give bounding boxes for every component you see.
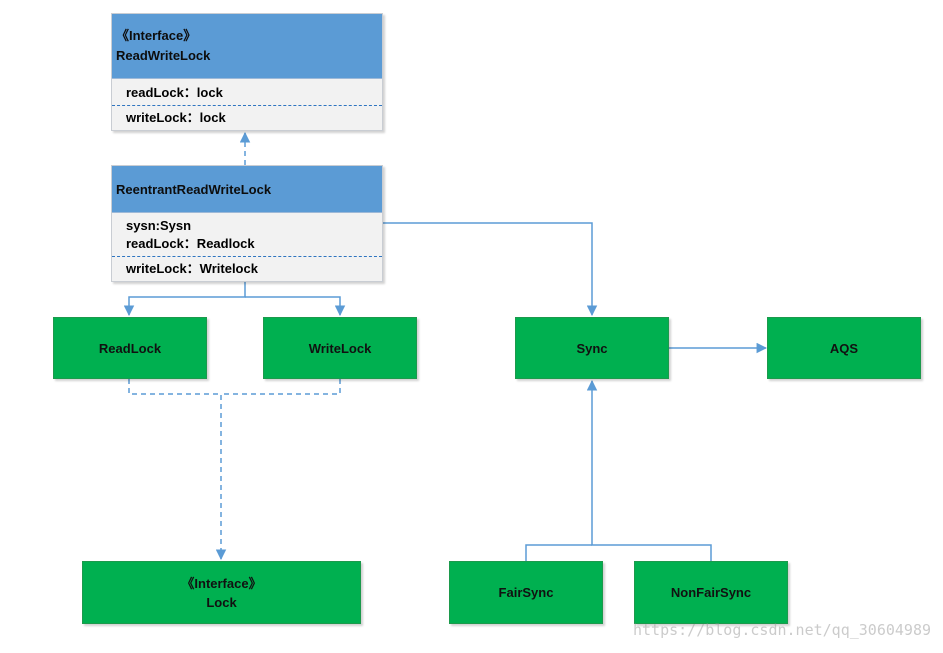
member-separator: [112, 105, 382, 106]
class-reentrantreadwritelock-name: ReentrantReadWriteLock: [116, 181, 272, 197]
node-readlock: ReadLock: [53, 317, 207, 379]
node-aqs: AQS: [767, 317, 921, 379]
class-reentrantreadwritelock: ReentrantReadWriteLock sysn:Sysn readLoc…: [111, 165, 383, 282]
edge-readlock-to-lock: [128, 379, 221, 395]
edge-nonfairsync-to-sync: [586, 379, 712, 561]
interface-readwritelock-members: readLock：lock writeLock：lock: [112, 79, 382, 126]
member-separator: [112, 256, 382, 257]
node-fairsync-label: FairSync: [498, 585, 554, 600]
interface-readwritelock: 《Interface》 ReadWriteLock readLock：lock …: [111, 13, 383, 131]
member-readlock: readLock：lock: [126, 85, 223, 100]
interface-readwritelock-name: ReadWriteLock: [116, 48, 211, 63]
node-lock-stereotype: 《Interface》: [181, 575, 262, 591]
edge-writelock-to-lock: [215, 379, 341, 561]
interface-readwritelock-header: 《Interface》 ReadWriteLock: [112, 14, 382, 79]
node-readlock-label: ReadLock: [98, 340, 162, 356]
member-writelock: writeLock：lock: [126, 110, 226, 125]
member-writelock: writeLock：Writelock: [126, 261, 258, 276]
edge-rrwl-to-readlock: [123, 282, 246, 317]
node-writelock: WriteLock: [263, 317, 417, 379]
edge-fairsync-to-sync: [525, 544, 592, 561]
node-writelock-label: WriteLock: [308, 340, 372, 356]
node-sync-label: Sync: [576, 340, 608, 356]
node-nonfairsync: NonFairSync: [634, 561, 788, 624]
member-sysn: sysn:Sysn: [126, 218, 192, 233]
edge-rrwl-to-writelock: [245, 296, 346, 317]
class-reentrantreadwritelock-members: sysn:Sysn readLock：Readlock writeLock：Wr…: [112, 213, 382, 277]
edge-rrwl-to-sync: [383, 222, 598, 317]
node-lock-label: Lock: [206, 594, 237, 610]
member-readlock: readLock：Readlock: [126, 236, 255, 251]
node-lock-interface: 《Interface》 Lock: [82, 561, 361, 624]
interface-stereotype: 《Interface》: [116, 28, 197, 43]
node-nonfairsync-label: NonFairSync: [670, 585, 752, 600]
class-reentrantreadwritelock-header: ReentrantReadWriteLock: [112, 166, 382, 213]
node-sync: Sync: [515, 317, 669, 379]
watermark: https://blog.csdn.net/qq_30604989: [632, 621, 931, 639]
node-aqs-label: AQS: [829, 340, 859, 356]
node-fairsync: FairSync: [449, 561, 603, 624]
